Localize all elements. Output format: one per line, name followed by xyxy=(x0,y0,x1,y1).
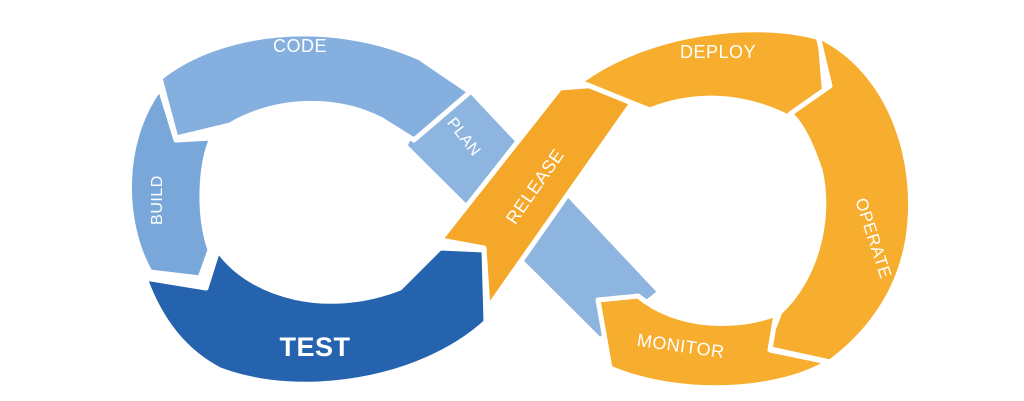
build-label: BUILD xyxy=(149,175,166,225)
code-label: CODE xyxy=(273,36,327,56)
operate-segment xyxy=(763,33,914,365)
test-segment xyxy=(142,245,489,387)
deploy-label: DEPLOY xyxy=(680,42,756,62)
build-segment xyxy=(126,85,215,281)
test-label: TEST xyxy=(279,332,350,362)
code-segment xyxy=(157,31,473,143)
monitor-segment xyxy=(595,293,831,391)
